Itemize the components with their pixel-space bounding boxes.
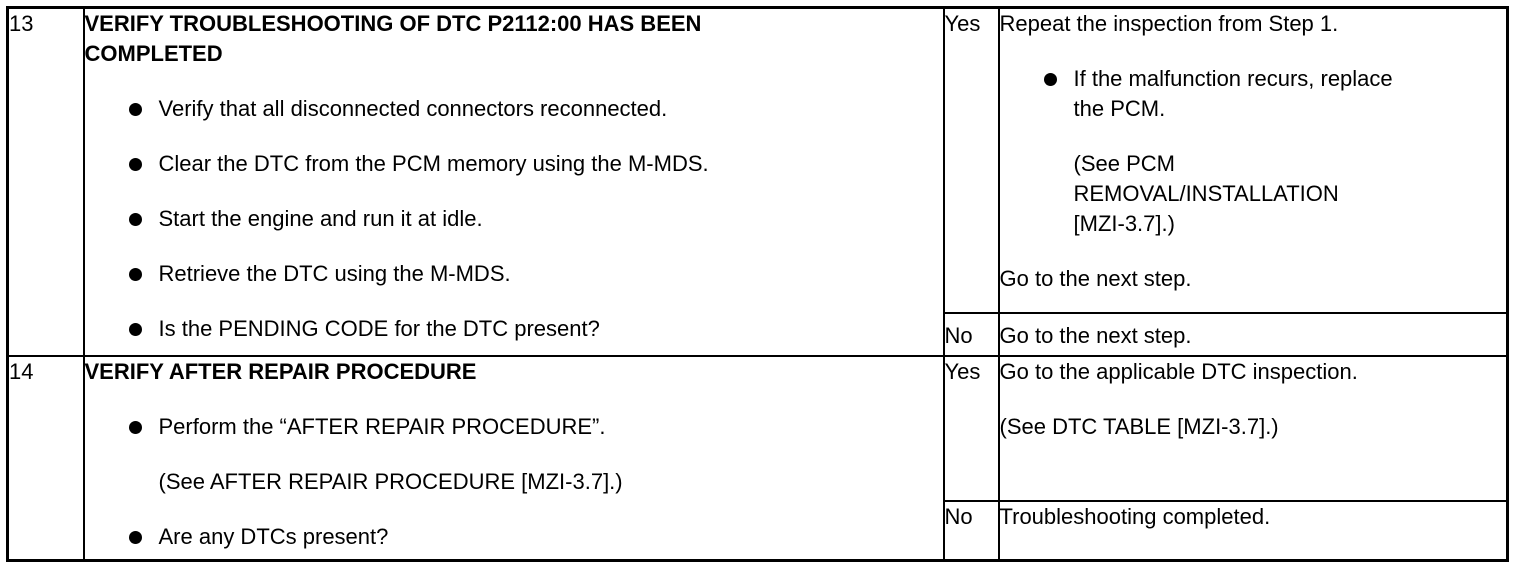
step-action-cell: VERIFY AFTER REPAIR PROCEDURE Perform th… — [82, 354, 945, 562]
action-text: Is the PENDING CODE for the DTC present? — [158, 316, 600, 341]
action-item: Retrieve the DTC using the M-MDS. — [85, 259, 943, 289]
action-text: Verify that all disconnected connectors … — [158, 96, 668, 121]
step-title-line: COMPLETED — [84, 41, 223, 66]
action-item: Verify that all disconnected connectors … — [85, 94, 943, 124]
reference-line: (See PCM — [1073, 151, 1175, 176]
reference-note: (See AFTER REPAIR PROCEDURE [MZI-3.7].) — [158, 468, 623, 494]
action-text: Perform the “AFTER REPAIR PROCEDURE”. — [158, 413, 606, 439]
action-list: Perform the “AFTER REPAIR PROCEDURE”. — [85, 412, 943, 442]
bullet-icon — [128, 323, 142, 336]
yes-result-cell: Repeat the inspection from Step 1. If th… — [997, 6, 1509, 314]
no-label: No — [942, 499, 1000, 562]
no-label: No — [942, 311, 1000, 357]
result-bullet-list: If the malfunction recurs, replace the P… — [1000, 64, 1507, 124]
yes-result-cell: Go to the applicable DTC inspection. (Se… — [997, 354, 1509, 502]
bullet-icon — [1043, 73, 1057, 86]
action-item: Start the engine and run it at idle. — [85, 204, 943, 234]
yes-label: Yes — [942, 354, 1000, 502]
step-action-cell: VERIFY TROUBLESHOOTING OF DTC P2112:00 H… — [82, 6, 945, 357]
no-result-text: Troubleshooting completed. — [997, 499, 1509, 562]
bullet-icon — [128, 530, 142, 544]
bullet-icon — [128, 158, 142, 171]
reference-note: (See DTC TABLE [MZI-3.7].) — [999, 413, 1279, 439]
action-list: Are any DTCs present? — [85, 522, 943, 552]
no-result-text: Go to the next step. — [997, 311, 1509, 357]
action-text: Start the engine and run it at idle. — [158, 206, 483, 231]
action-list: Verify that all disconnected connectors … — [85, 94, 943, 344]
step-title: VERIFY AFTER REPAIR PROCEDURE — [84, 358, 477, 384]
action-text: Clear the DTC from the PCM memory using … — [158, 151, 709, 176]
step-14-no-row: No Troubleshooting completed. — [8, 499, 1509, 562]
action-text: Retrieve the DTC using the M-MDS. — [158, 261, 511, 286]
reference-line: REMOVAL/INSTALLATION — [1073, 181, 1339, 206]
action-item: Clear the DTC from the PCM memory using … — [85, 149, 943, 179]
troubleshooting-table: 13 VERIFY TROUBLESHOOTING OF DTC P2112:0… — [6, 6, 1509, 562]
step-number: 13 — [6, 6, 85, 357]
bullet-icon — [128, 420, 142, 434]
yes-label: Yes — [942, 6, 1000, 314]
reference-line: [MZI-3.7].) — [1073, 211, 1175, 236]
step-14-yes-row: 14 VERIFY AFTER REPAIR PROCEDURE Perform… — [6, 354, 1509, 562]
troubleshooting-sheet: 13 VERIFY TROUBLESHOOTING OF DTC P2112:0… — [6, 6, 1509, 562]
action-item: Is the PENDING CODE for the DTC present? — [85, 314, 943, 344]
result-text: Repeat the inspection from Step 1. — [999, 11, 1339, 36]
bullet-icon — [128, 213, 142, 226]
step-title: VERIFY TROUBLESHOOTING OF DTC P2112:00 H… — [85, 9, 943, 69]
result-bullet-item: If the malfunction recurs, replace the P… — [1000, 64, 1507, 124]
result-bullet-line: the PCM. — [1073, 96, 1166, 121]
bullet-icon — [128, 103, 142, 116]
step-13-no-row: No Go to the next step. — [8, 311, 1509, 357]
step-number: 14 — [6, 354, 85, 562]
action-item: Are any DTCs present? — [85, 522, 943, 552]
step-title-line: VERIFY TROUBLESHOOTING OF DTC P2112:00 H… — [84, 11, 702, 36]
step-13-yes-row: 13 VERIFY TROUBLESHOOTING OF DTC P2112:0… — [6, 6, 1509, 357]
reference-note: (See PCM REMOVAL/INSTALLATION [MZI-3.7].… — [1000, 149, 1507, 239]
action-text: Are any DTCs present? — [158, 523, 389, 549]
result-text: Go to the next step. — [999, 266, 1192, 291]
result-text: Go to the applicable DTC inspection. — [999, 358, 1358, 384]
action-item: Perform the “AFTER REPAIR PROCEDURE”. — [85, 412, 943, 442]
result-bullet-line: If the malfunction recurs, replace — [1073, 66, 1393, 91]
bullet-icon — [128, 268, 142, 281]
